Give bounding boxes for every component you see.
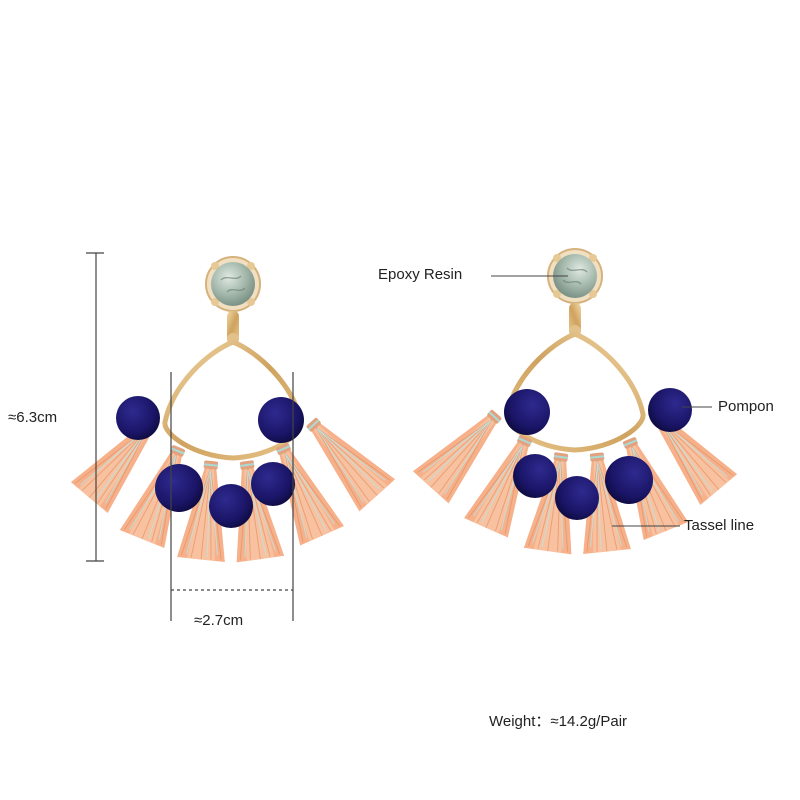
width-label: ≈2.7cm [194, 612, 244, 629]
pompon-label: Pompon [718, 398, 774, 415]
tassel-line-label: Tassel line [684, 517, 755, 534]
epoxy-resin-label: Epoxy Resin [378, 266, 463, 283]
weight-label: Weight：≈14.2g/Pair [489, 713, 628, 730]
height-label: ≈6.3cm [8, 409, 58, 426]
height-dimension-line [86, 252, 104, 562]
width-dimension-line [170, 372, 294, 621]
left-earring [71, 257, 395, 562]
right-earring [413, 249, 737, 554]
